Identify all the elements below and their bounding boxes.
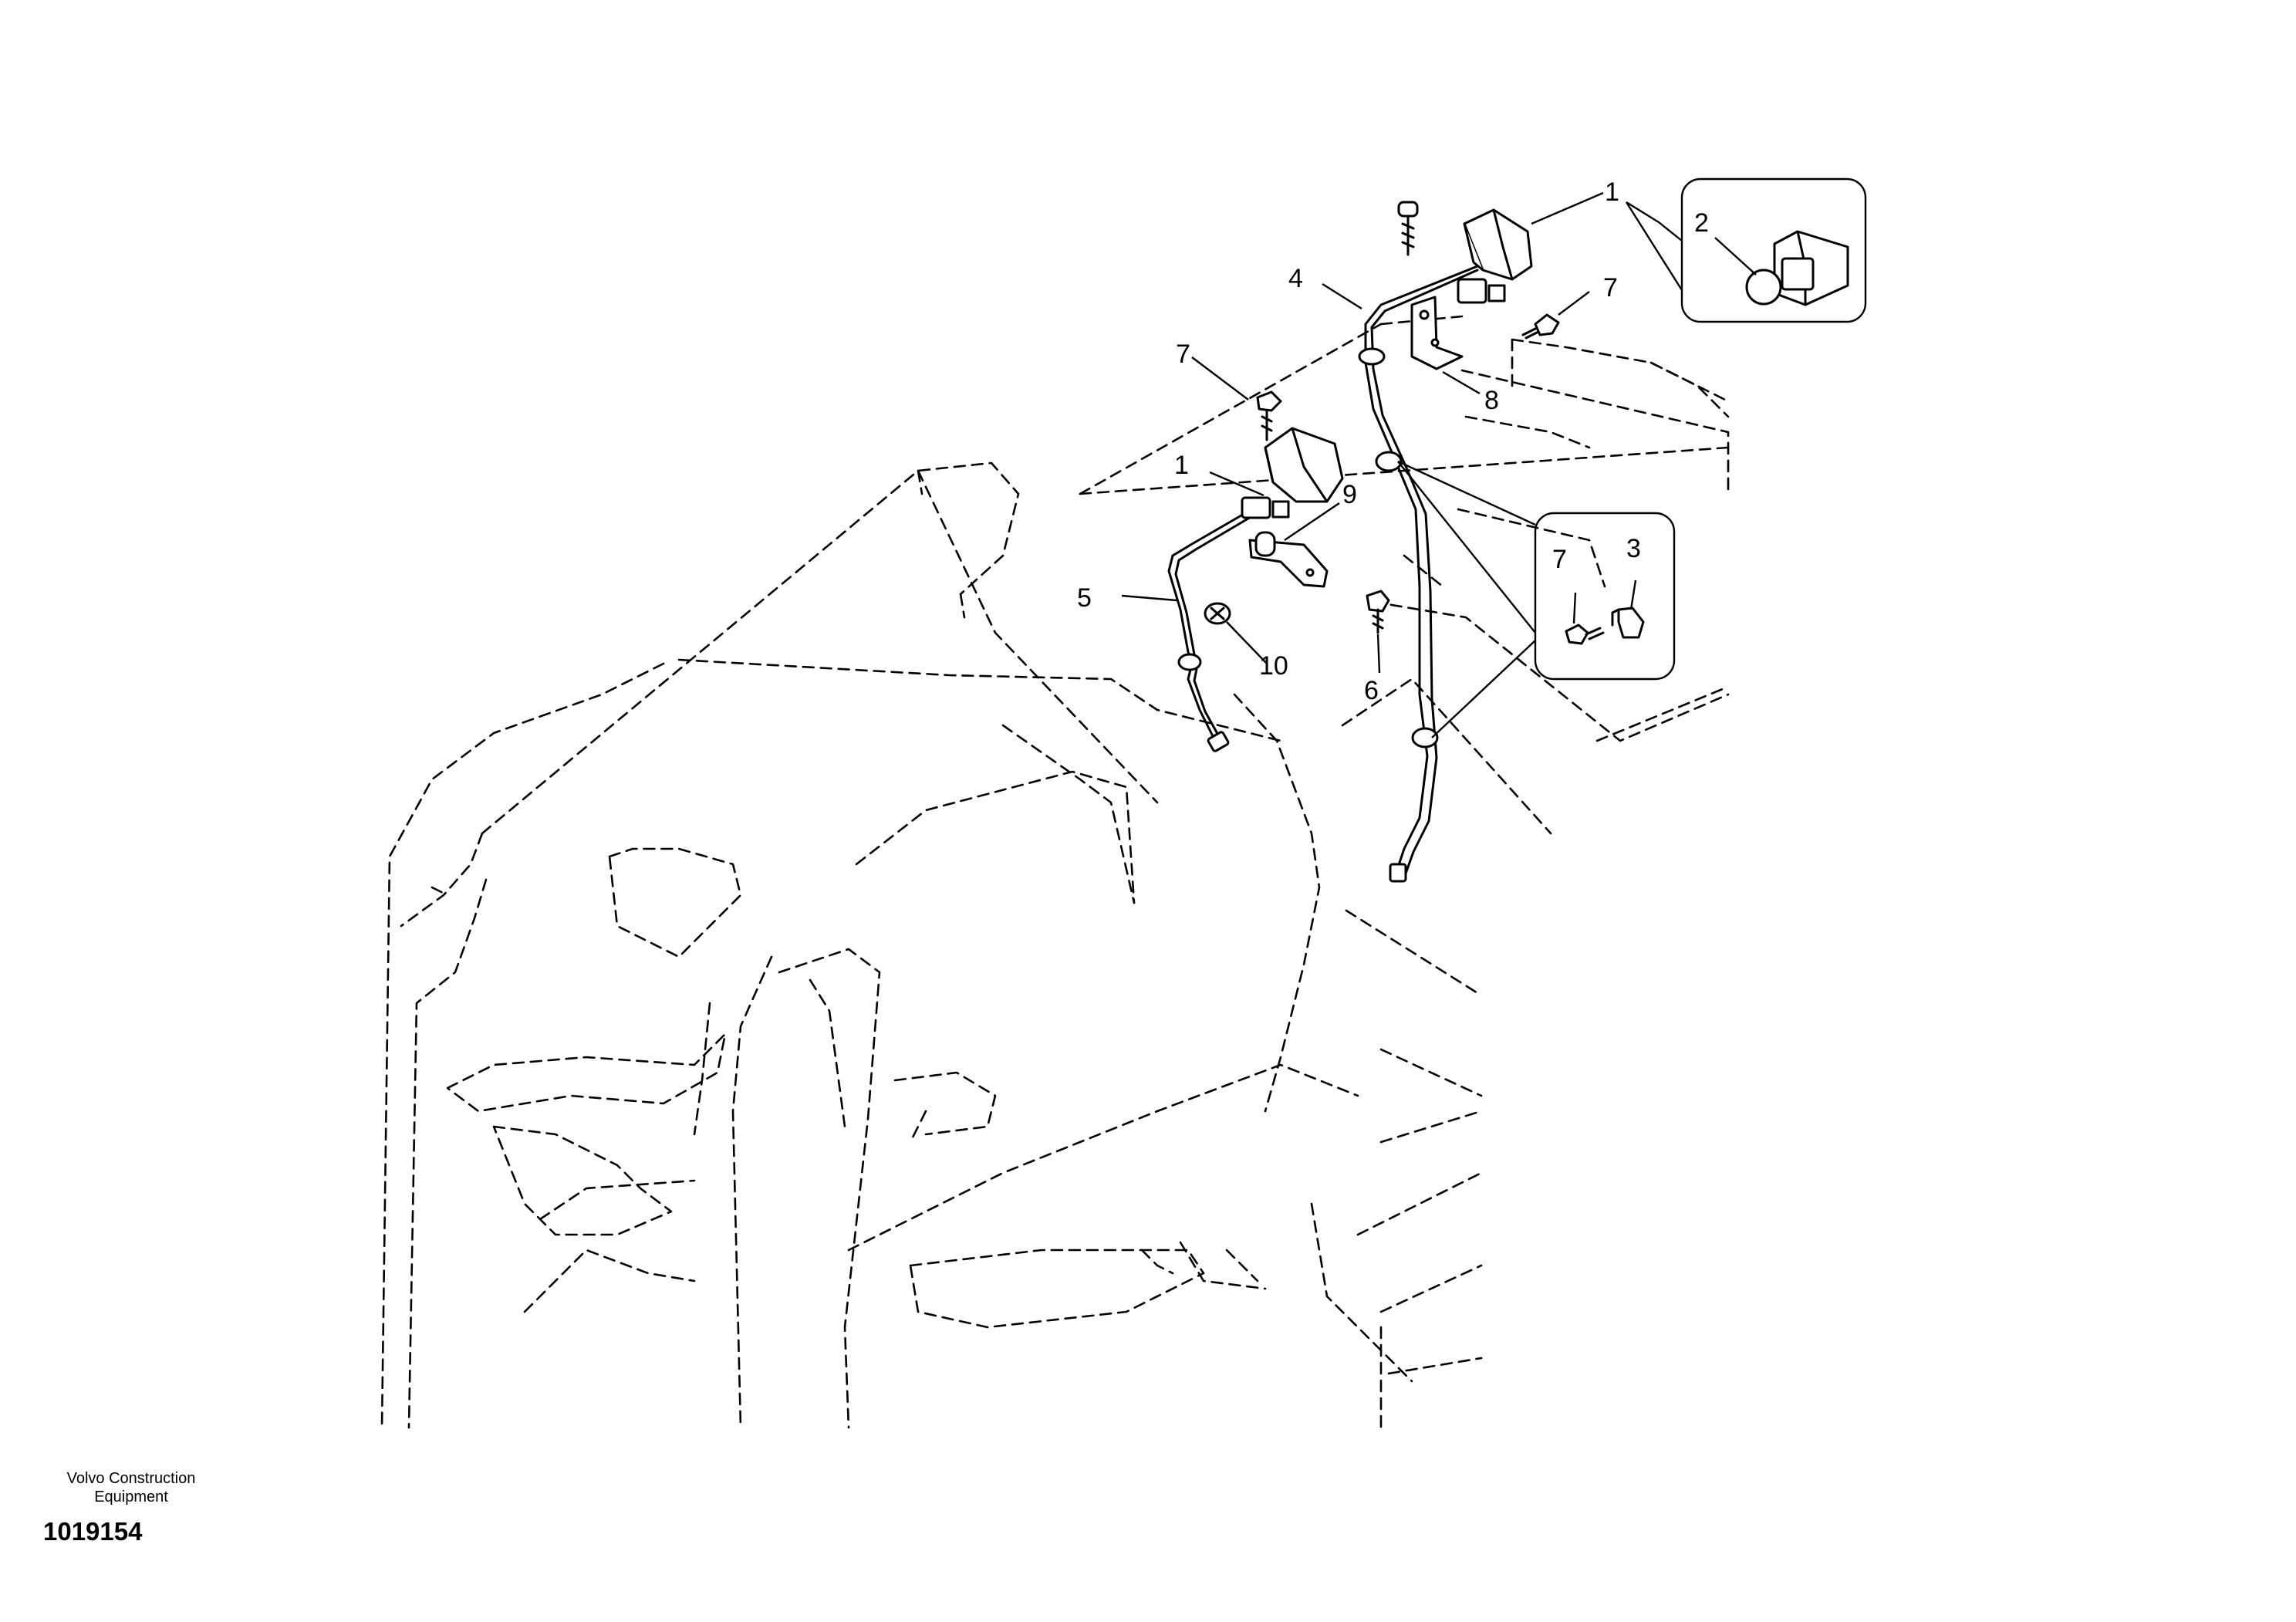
callout-7-left: 7	[1176, 340, 1190, 369]
figure-code: 1019154	[43, 1517, 143, 1546]
work-lamp-left	[1241, 427, 1344, 519]
detail-box-bulb	[1680, 177, 1867, 323]
harness-upper	[1358, 265, 1479, 883]
work-lamp-right	[1457, 208, 1533, 304]
bracket-left	[1248, 531, 1329, 588]
callout-8: 8	[1484, 386, 1499, 415]
brand-label: Volvo Construction Equipment	[31, 1469, 231, 1506]
callout-5: 5	[1077, 583, 1092, 613]
cab-outline	[380, 315, 1730, 1429]
screw-6	[1366, 590, 1390, 634]
callout-2: 2	[1694, 208, 1709, 238]
brand-line-1: Volvo Construction	[66, 1470, 196, 1487]
leader-lines	[1121, 191, 1683, 738]
brand-line-2: Equipment	[94, 1489, 168, 1505]
screw-right-7	[1521, 313, 1560, 340]
bracket-right	[1410, 296, 1464, 370]
detail-box-clamp	[1534, 512, 1676, 681]
grommet	[1204, 602, 1231, 625]
callout-10: 10	[1259, 651, 1288, 681]
callout-1-left: 1	[1174, 451, 1189, 480]
screw-left-7	[1256, 390, 1282, 441]
screw-top-right-lamp	[1397, 201, 1419, 256]
callout-1-right: 1	[1605, 177, 1619, 207]
callout-6: 6	[1364, 676, 1379, 705]
callout-9: 9	[1342, 480, 1357, 509]
callout-7-right: 7	[1603, 273, 1618, 302]
callout-labels: 1 2 4 7 7 8 1 9 5 10 6 7 3	[1077, 177, 1709, 705]
callout-4: 4	[1288, 264, 1303, 293]
harness-lower	[1167, 500, 1271, 752]
callout-3: 3	[1626, 534, 1641, 563]
callout-7-detail: 7	[1552, 545, 1567, 574]
